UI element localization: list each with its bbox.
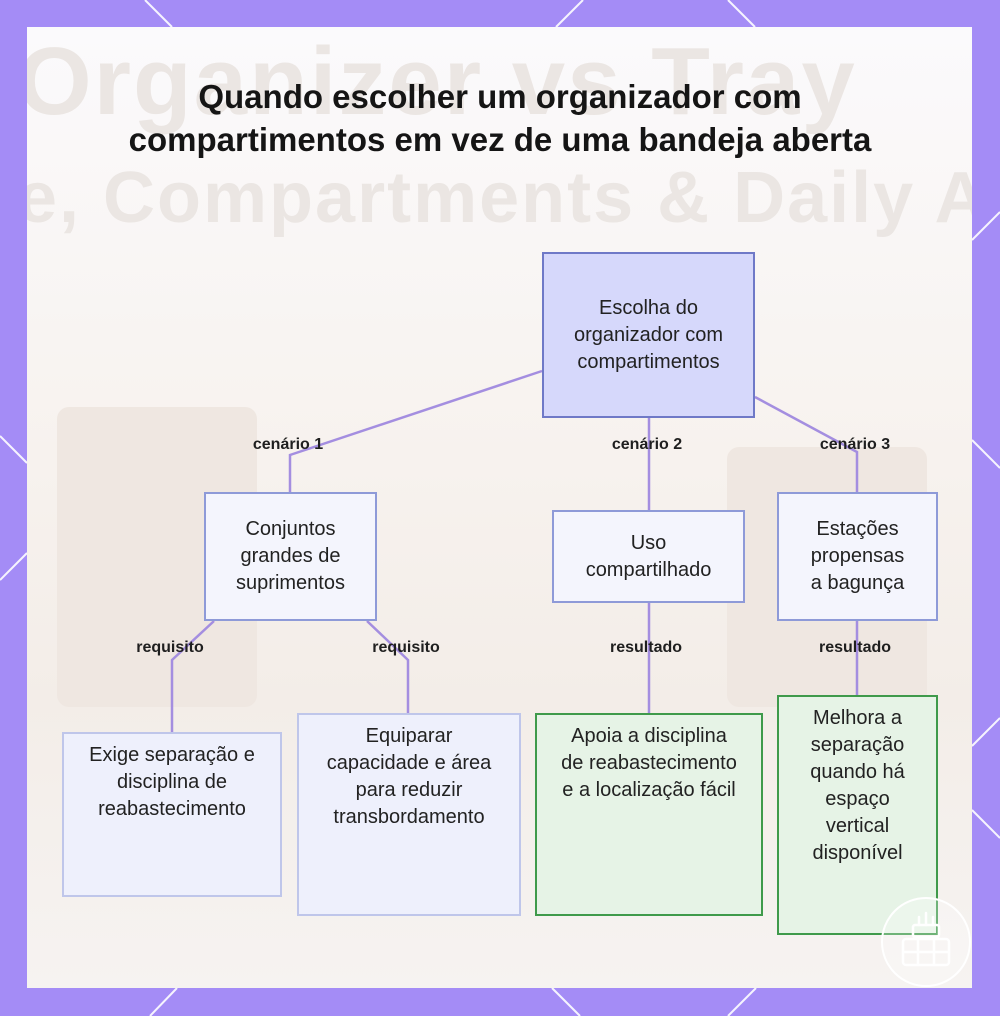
node-supports: Apoia a disciplina de reabastecimento e …: [535, 713, 763, 916]
edge-label-scenario-2: cenário 2: [611, 436, 683, 453]
node-capacity: Equiparar capacidade e área para reduzir…: [297, 713, 521, 916]
edge-label-requirement-2: requisito: [372, 639, 440, 656]
edge-label-scenario-1: cenário 1: [252, 436, 324, 453]
edge-large-sets-capacity: [366, 620, 410, 713]
node-root: Escolha do organizador com compartimento…: [542, 252, 755, 418]
edge-label-result-2: resultado: [818, 639, 892, 656]
node-large-sets-label: Conjuntos grandes de suprimentos: [236, 518, 345, 594]
edge-label-requirement-1: requisito: [136, 639, 204, 656]
node-large-sets: Conjuntos grandes de suprimentos: [204, 492, 377, 621]
edge-label-scenario-3: cenário 3: [819, 436, 891, 453]
node-supports-label: Apoia a disciplina de reabastecimento e …: [561, 725, 737, 801]
background-ghost-subtitle: e, Compartments & Daily A: [27, 158, 972, 238]
edge-root-messy-stations: [754, 395, 859, 492]
node-capacity-label: Equiparar capacidade e área para reduzir…: [326, 725, 492, 828]
node-shared-use: Uso compartilhado: [552, 510, 745, 603]
background-ghost-title: Organizer vs Tray: [27, 28, 857, 135]
node-separation: Exige separação e disciplina de reabaste…: [62, 732, 282, 897]
node-separation-label: Exige separação e disciplina de reabaste…: [89, 744, 255, 820]
node-root-label: Escolha do organizador com compartimento…: [574, 296, 723, 373]
edge-label-result-1: resultado: [609, 639, 683, 656]
node-improves: Melhora a separação quando há espaço ver…: [777, 695, 938, 935]
edge-large-sets-separation: [170, 620, 215, 732]
node-shared-use-label: Uso compartilhado: [585, 531, 712, 581]
node-messy-stations: Estações propensas a bagunça: [777, 492, 938, 621]
node-improves-label: Melhora a separação quando há espaço ver…: [810, 707, 905, 864]
edge-root-large-sets: [288, 369, 543, 492]
organizer-tray-icon: [881, 897, 971, 987]
diagram-title: Quando escolher um organizador com compa…: [128, 78, 872, 158]
node-messy-stations-label: Estações propensas a bagunça: [810, 518, 905, 594]
